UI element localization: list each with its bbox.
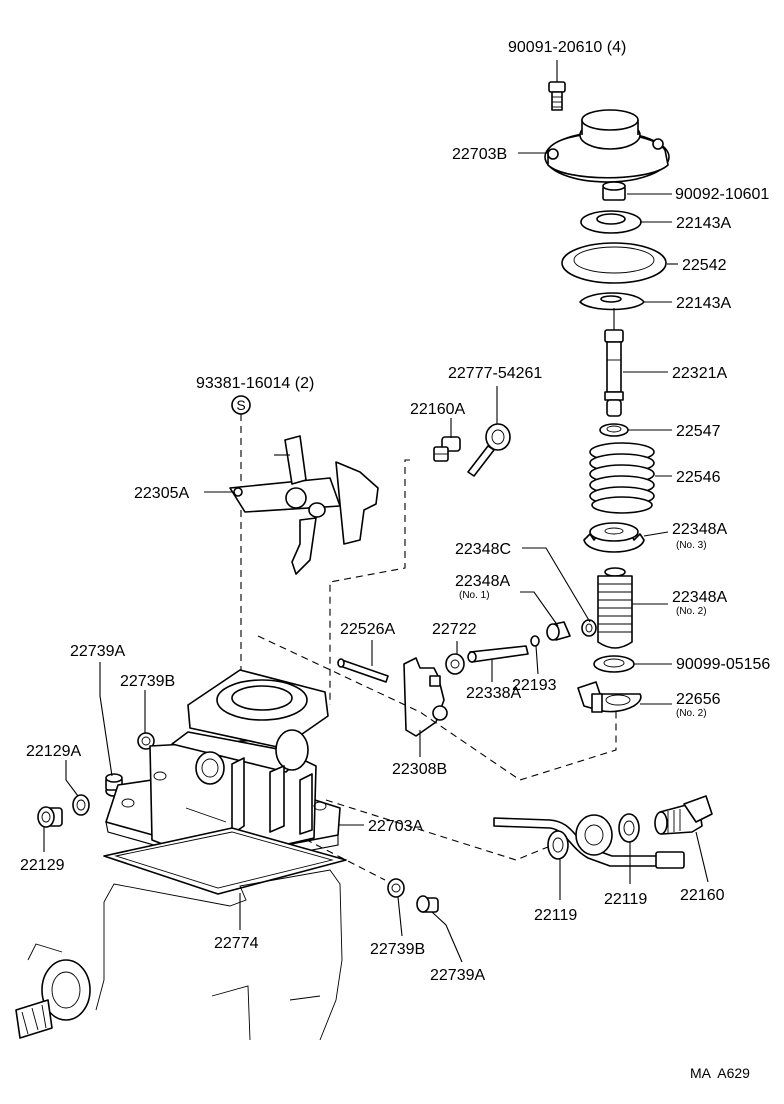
part-label-22348A-no1: 22348A: [455, 573, 510, 590]
part-label-22348A-no2: 22348A: [672, 589, 727, 606]
ring-drawing: [599, 423, 629, 437]
washer-drawing: [593, 655, 635, 673]
part-label-22722: 22722: [432, 621, 477, 638]
part-label-22526A: 22526A: [340, 621, 395, 638]
plug-right-drawing: [416, 895, 439, 913]
bolt-drawing: [548, 60, 566, 111]
banjo-gasket-left-drawing: [547, 830, 569, 860]
part-label-22739A-left: 22739A: [70, 643, 125, 660]
part-label-22321A: 22321A: [672, 365, 727, 382]
part-label-22143A-upper: 22143A: [676, 215, 731, 232]
part-label-90091-20610: 90091-20610 (4): [508, 39, 626, 56]
part-label-22542: 22542: [682, 257, 727, 274]
spring-drawing: [589, 442, 655, 514]
part-label-22160A: 22160A: [410, 401, 465, 418]
gear-drawing: [583, 522, 645, 553]
gasket-right-drawing: [387, 878, 405, 898]
part-label-22129: 22129: [20, 857, 65, 874]
governor-cover-drawing: [544, 109, 670, 183]
diaphragm-drawing: [561, 242, 667, 284]
gasket-left-drawing: [137, 732, 155, 750]
part-label-22739B-right: 22739B: [370, 941, 425, 958]
part-label-22739B-left: 22739B: [120, 673, 175, 690]
lever-plate-drawing: [577, 681, 642, 713]
part-label-22777-54261: 22777-54261: [448, 365, 542, 382]
plug-bolt-drawing: [37, 806, 63, 828]
part-label-22119-left: 22119: [534, 907, 577, 924]
part-label-22546: 22546: [676, 469, 721, 486]
part-label-22129A: 22129A: [26, 743, 81, 760]
adjusting-screw-drawing: [467, 423, 511, 477]
part-note-22656: (No. 2): [676, 708, 707, 719]
part-note-22348A-no2: (No. 2): [676, 606, 707, 617]
part-label-22305A: 22305A: [134, 485, 189, 502]
bellows-drawing: [597, 567, 633, 649]
part-label-22143A-lower: 22143A: [676, 295, 731, 312]
lever-shaft-drawing: [467, 645, 529, 663]
part-label-22703A: 22703A: [368, 818, 423, 835]
stud-symbol-letter: S: [236, 397, 245, 413]
part-label-93381-16014: 93381-16014 (2): [196, 375, 314, 392]
part-label-90092-10601: 90092-10601: [675, 186, 769, 203]
control-lever-drawing: [403, 657, 448, 737]
diaphragm-plate-lower-drawing: [579, 292, 645, 311]
banjo-gasket-right-drawing: [618, 813, 640, 843]
seal-ring-drawing: [581, 619, 597, 637]
shaft-drawing: [604, 308, 624, 417]
diaphragm-plate-upper-drawing: [580, 210, 642, 234]
part-label-22160: 22160: [680, 887, 725, 904]
stud-symbol: S: [231, 395, 251, 415]
sleeve-drawing: [546, 621, 571, 641]
diagram-reference-code: MA A629: [690, 1065, 750, 1081]
leader-lines: [43, 152, 709, 963]
nut-drawing: [602, 181, 626, 201]
part-label-90099-05156: 90099-05156: [676, 656, 770, 673]
governor-housing-drawing: [105, 669, 341, 867]
part-label-22193: 22193: [512, 677, 557, 694]
part-label-22338A: 22338A: [466, 685, 521, 702]
banjo-bolt-drawing: [654, 795, 713, 835]
part-label-22656: 22656: [676, 691, 721, 708]
pump-body-drawing: [15, 869, 343, 1041]
part-note-22348A-no3: (No. 3): [676, 540, 707, 551]
bushing-drawing: [445, 653, 465, 675]
part-label-22739A-right: 22739A: [430, 967, 485, 984]
pin-drawing: [337, 658, 389, 683]
part-label-22774: 22774: [214, 935, 259, 952]
plug-gasket-drawing: [72, 794, 90, 816]
part-label-22348A-no3: 22348A: [672, 521, 727, 538]
housing-gasket-drawing: [103, 827, 347, 895]
part-label-22547: 22547: [676, 423, 721, 440]
governor-lever-drawing: [229, 435, 379, 575]
part-label-22308B: 22308B: [392, 761, 447, 778]
e-ring-drawing: [530, 635, 540, 647]
part-label-22348C: 22348C: [455, 541, 511, 558]
part-note-22348A-no1: (No. 1): [459, 590, 490, 601]
part-label-22703B: 22703B: [452, 146, 507, 163]
part-label-22119-right: 22119: [604, 891, 647, 908]
union-fitting-drawing: [433, 436, 461, 462]
